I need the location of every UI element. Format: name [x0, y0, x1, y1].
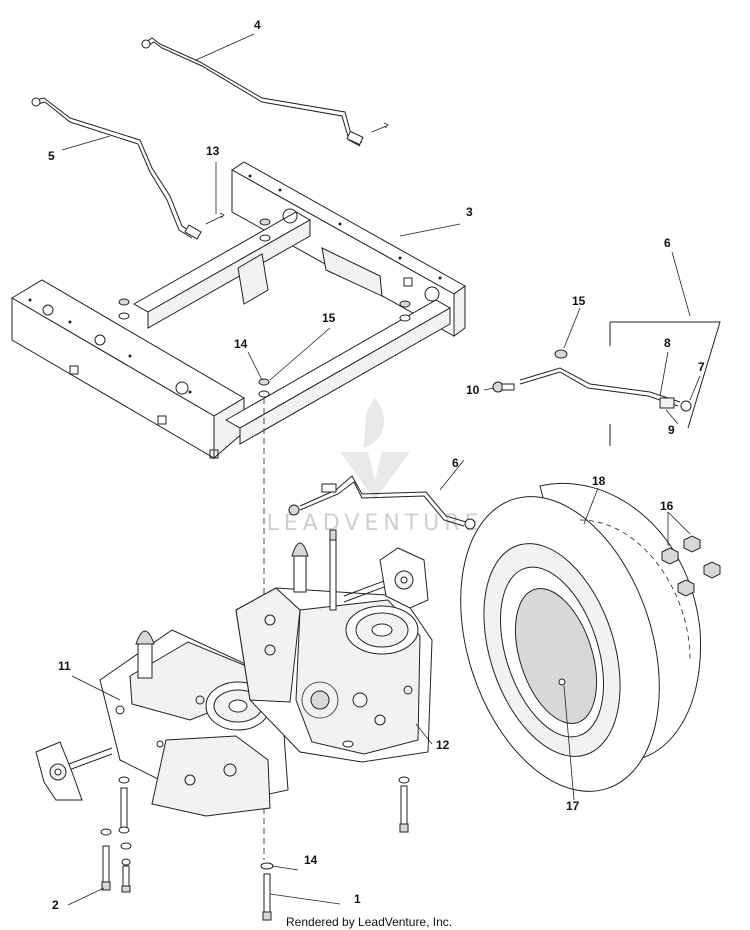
callout-6-detail: 6	[664, 236, 671, 250]
callout-13: 13	[206, 144, 220, 158]
tie-rod-linkage	[288, 475, 476, 530]
callout-12: 12	[436, 738, 450, 752]
callout-14-upper: 14	[234, 337, 248, 351]
transaxle-right	[235, 539, 433, 763]
callout-labels: 1 2 3 4 5 6 6 7 8 9 10 11 12 13 14 14 15…	[48, 18, 705, 912]
linkage-assembly-detail	[492, 321, 721, 446]
control-rod-upper	[141, 37, 389, 147]
watermark-logo	[340, 398, 410, 500]
callout-8: 8	[664, 336, 671, 350]
callout-18: 18	[592, 474, 606, 488]
callout-14-lower: 14	[304, 853, 318, 867]
callout-1: 1	[354, 892, 361, 906]
callout-9: 9	[668, 423, 675, 437]
callout-7: 7	[698, 360, 705, 374]
callout-2: 2	[52, 898, 59, 912]
callout-15-frame: 15	[322, 311, 336, 325]
callout-5: 5	[48, 149, 55, 163]
callout-3: 3	[466, 205, 473, 219]
callout-16: 16	[660, 499, 674, 513]
tire-wheel	[460, 482, 702, 792]
callout-10: 10	[466, 383, 480, 397]
bolts-and-washers	[100, 529, 410, 921]
callout-17: 17	[566, 799, 580, 813]
render-credit: Rendered by LeadVenture, Inc.	[286, 915, 452, 929]
transaxle-left	[35, 629, 289, 817]
callout-11: 11	[58, 659, 71, 673]
callout-4: 4	[254, 18, 261, 32]
frame-weldment	[11, 161, 466, 460]
leader-lines	[61, 33, 701, 906]
callout-6: 6	[452, 456, 459, 470]
control-rod-lower	[31, 97, 225, 240]
callout-15-detail: 15	[572, 294, 586, 308]
watermark-text: LEADVENTURE	[267, 511, 484, 536]
lug-nuts	[661, 535, 721, 597]
